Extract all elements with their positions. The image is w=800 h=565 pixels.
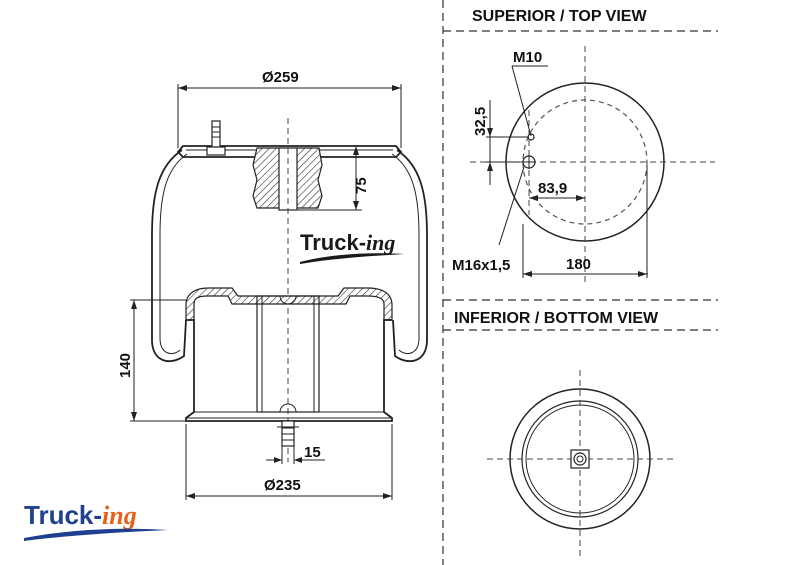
dimension-diameter-259: Ø259 (177, 69, 402, 148)
label-offset-horizontal: 83,9 (538, 180, 567, 197)
label-diameter-top: Ø259 (262, 69, 299, 86)
bellows-outer (151, 149, 187, 363)
top-view: M10 32,5 83,9 M16x1,5 180 (452, 46, 715, 282)
side-view: Ø259 75 140 15 (117, 69, 428, 500)
label-height-lower: 140 (117, 353, 134, 378)
bottom-view-stud (573, 452, 587, 466)
bottom-view-title: INFERIOR / BOTTOM VIEW (454, 310, 659, 327)
svg-text:Truck-ing: Truck-ing (300, 230, 395, 255)
dimension-140: 140 (117, 299, 186, 422)
bellows-inner (159, 153, 188, 354)
svg-text:Truck-ing: Truck-ing (24, 500, 137, 530)
dimension-diameter-235: Ø235 (185, 424, 393, 500)
dimension-15: 15 (266, 444, 325, 464)
label-stud-length: 15 (304, 444, 321, 461)
label-m16: M16x1,5 (452, 257, 510, 274)
center-brand-suffix: ing (366, 230, 395, 255)
center-brand-swoosh (300, 253, 404, 264)
label-height-upper: 75 (353, 177, 370, 194)
dimension-75: 75 (297, 145, 370, 211)
top-stud (211, 120, 221, 148)
piston-tube (256, 295, 320, 413)
label-offset-vertical: 32,5 (472, 107, 489, 136)
top-stud-nut (206, 146, 226, 156)
center-brand-logo: Truck-ing (300, 230, 404, 264)
center-brand-main: Truck- (300, 230, 366, 255)
top-view-title: SUPERIOR / TOP VIEW (472, 8, 647, 25)
label-m10: M10 (513, 49, 542, 66)
label-bolt-circle: 180 (566, 256, 591, 273)
bellows-inner-right (391, 153, 420, 354)
corner-brand-main: Truck- (24, 500, 102, 530)
corner-brand-logo: Truck-ing (24, 500, 168, 541)
corner-brand-swoosh (24, 528, 168, 541)
bottom-view-stud-core (576, 455, 584, 463)
label-diameter-bottom: Ø235 (264, 477, 301, 494)
bottom-view (487, 370, 675, 560)
corner-brand-suffix: ing (102, 501, 137, 530)
bellows-outer-right (392, 149, 428, 363)
piston-body (185, 319, 393, 422)
